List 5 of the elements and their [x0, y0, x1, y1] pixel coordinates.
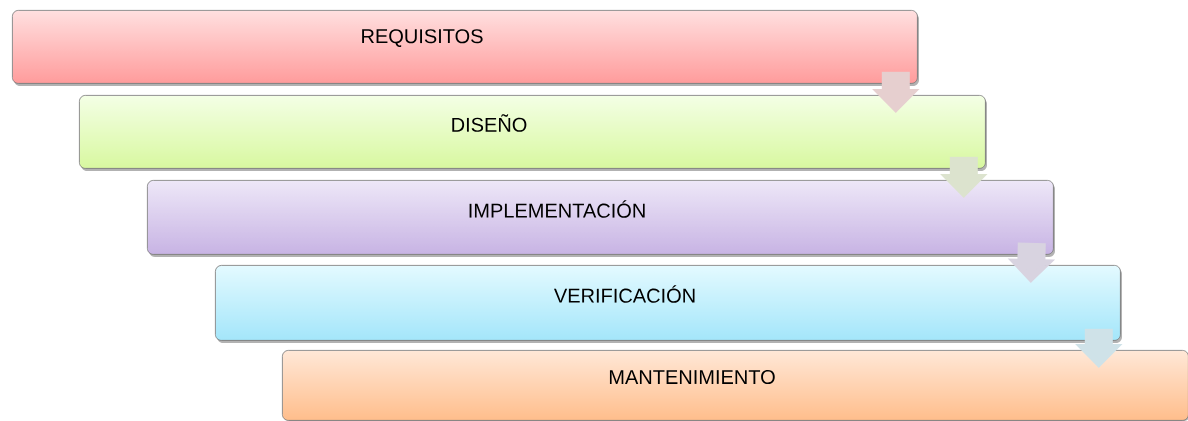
process-box: MANTENIMIENTO	[282, 350, 1188, 421]
process-box: VERIFICACIÓN	[215, 265, 1122, 343]
process-box: DISEÑO	[79, 95, 987, 171]
process-box: IMPLEMENTACIÓN	[147, 180, 1055, 257]
process-box: REQUISITOS	[12, 10, 919, 86]
